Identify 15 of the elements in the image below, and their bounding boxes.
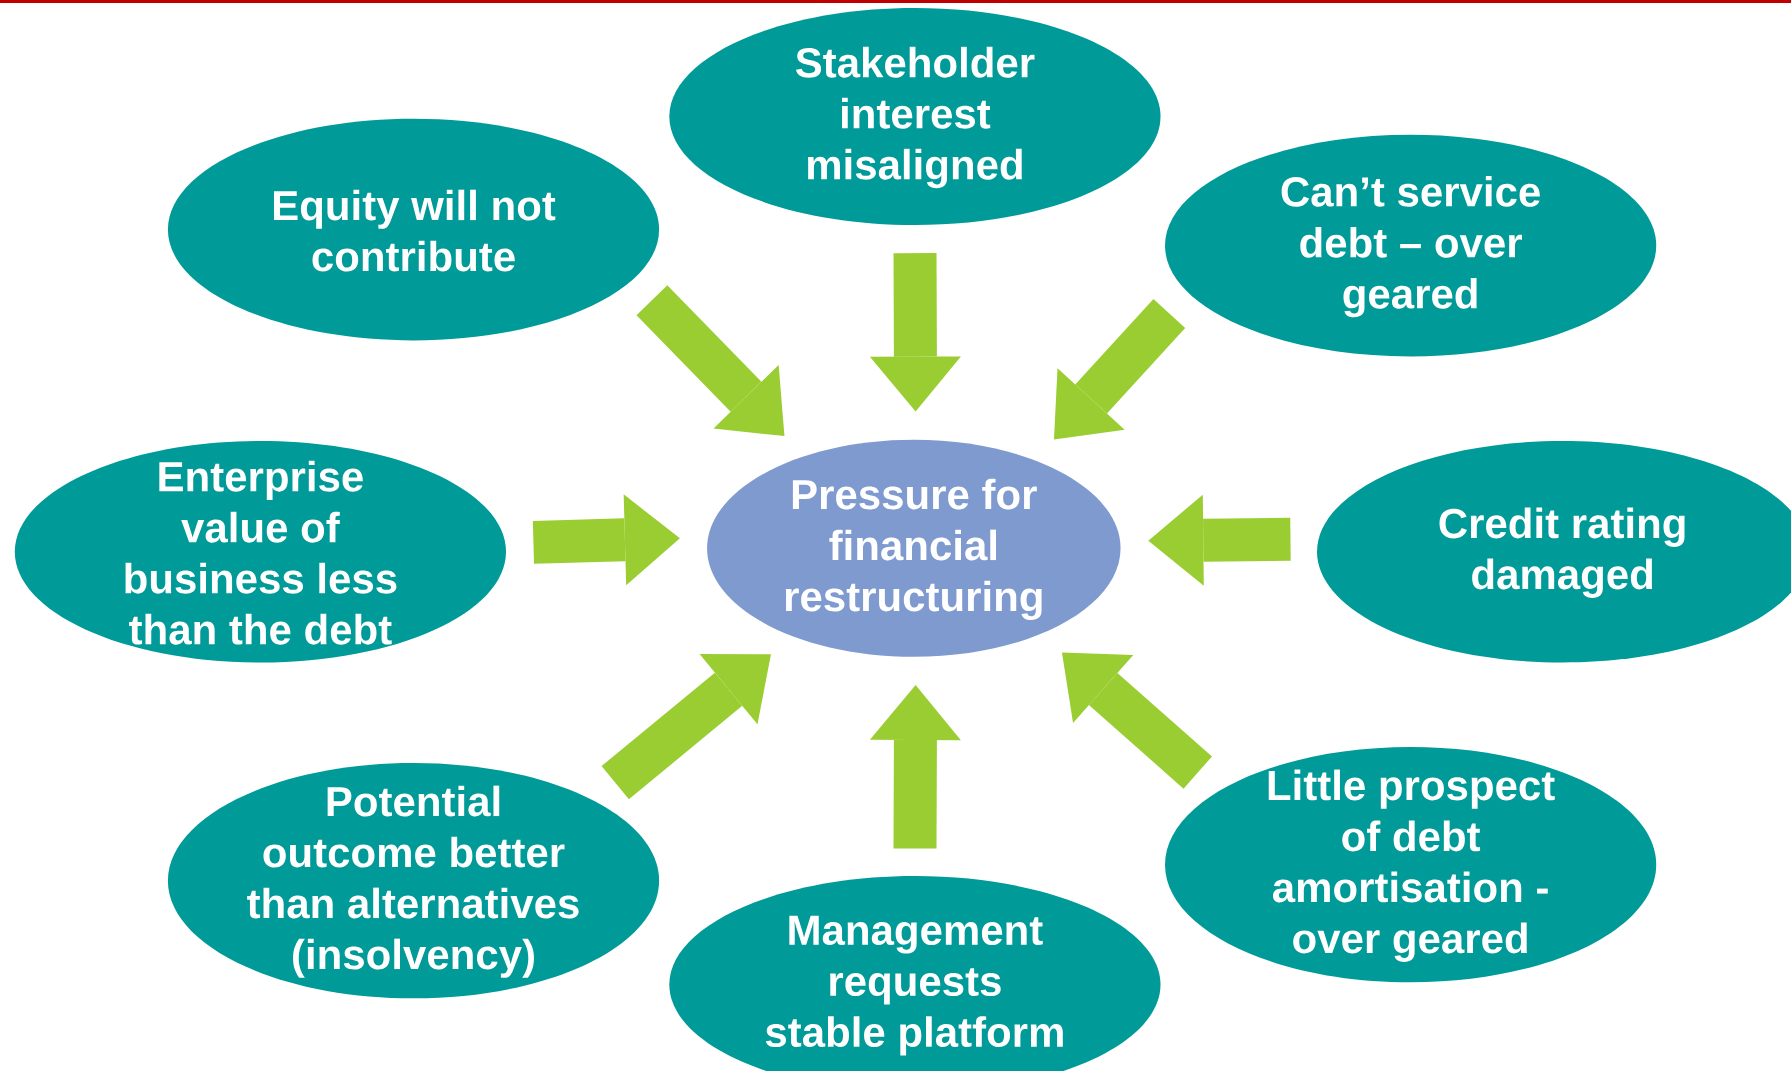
ellipse-node: Pressure for financial restructuring (707, 439, 1121, 657)
block-arrow (532, 494, 680, 586)
ellipse-node: Potential outcome better than alternatives (insolvency) (167, 763, 660, 999)
block-arrow (1061, 652, 1212, 789)
ellipse-node: Can’t service debt – over geared (1165, 134, 1657, 357)
ellipse-node: Stakeholder interest misaligned (669, 8, 1161, 225)
block-arrow (1053, 299, 1186, 440)
block-arrow (869, 685, 961, 849)
block-arrow (636, 285, 785, 437)
ellipse-node: Little prospect of debt amortisation - over geared (1165, 747, 1657, 983)
ellipse-node: Equity will not contribute (167, 118, 660, 341)
block-arrow (1148, 494, 1291, 586)
block-arrow (869, 253, 961, 412)
block-arrow (601, 654, 771, 800)
ellipse-node: Enterprise value of business less than the debt (14, 440, 506, 663)
